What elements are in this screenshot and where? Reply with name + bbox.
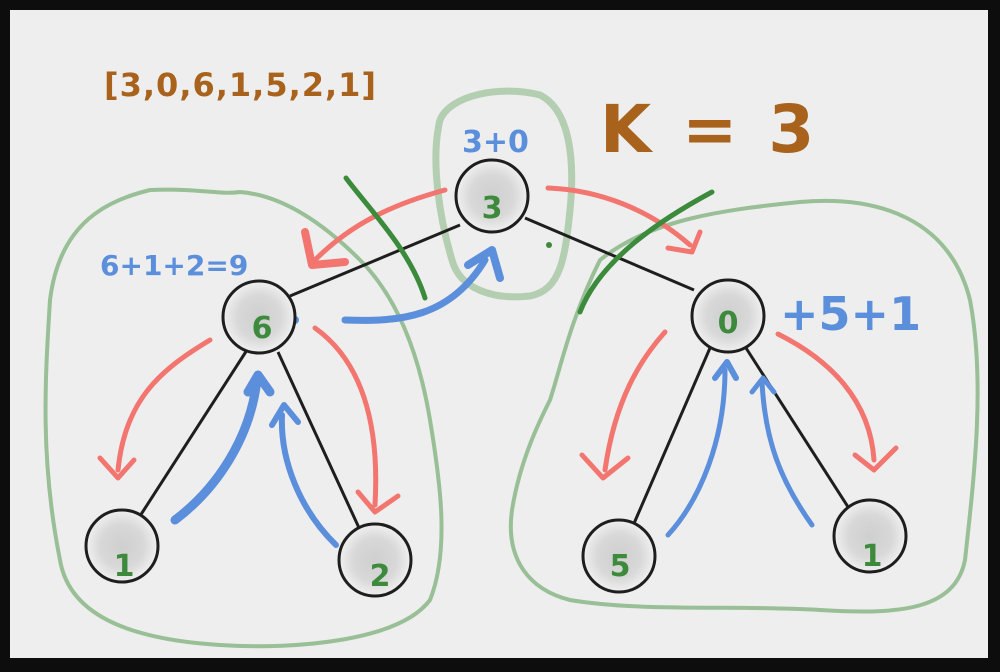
down-arrow-root-left — [312, 187, 448, 263]
up-arrows — [170, 246, 815, 548]
node-value: 6 — [252, 311, 273, 346]
cut-line-right — [577, 189, 715, 315]
tree-nodes: 3 6 0 1 2 5 1 — [84, 158, 908, 598]
node-value: 5 — [610, 549, 631, 584]
node-left: 6 — [221, 279, 297, 355]
node-left-right: 2 — [337, 522, 413, 598]
left-subtree-outline — [43, 187, 444, 649]
node-right: 0 — [690, 278, 766, 354]
node-right-right: 1 — [832, 498, 908, 574]
node-value: 3 — [482, 191, 503, 226]
node-value: 0 — [718, 306, 739, 341]
up-arrow-rl-to-right — [665, 367, 728, 538]
array-label: [3,0,6,1,5,2,1] — [104, 66, 377, 104]
whiteboard — [10, 10, 988, 658]
down-arrow-right-right — [775, 331, 877, 463]
cut-lines — [343, 175, 715, 315]
tree-edges — [138, 216, 852, 531]
cut-line-left — [343, 175, 428, 301]
down-arrows — [97, 185, 899, 515]
up-arrow-left-to-root — [341, 256, 489, 324]
down-arrow-right-left — [602, 329, 668, 473]
root-sum-label: 3+0 — [462, 125, 529, 160]
node-value: 1 — [114, 549, 135, 584]
node-root: 3 — [454, 158, 530, 234]
up-arrow-ll-to-left — [170, 375, 262, 525]
right-subtree-outline — [508, 198, 980, 614]
up-arrow-lr-to-left — [278, 412, 339, 548]
k-label: K = 3 — [600, 91, 818, 168]
down-arrow-root-right — [545, 185, 693, 248]
node-right-left: 5 — [581, 518, 657, 594]
node-value: 2 — [370, 559, 391, 594]
root-outline — [432, 87, 576, 301]
up-arrow-rr-to-right — [759, 379, 815, 528]
down-arrow-left-right — [312, 325, 379, 508]
right-sum-label: +5+1 — [780, 287, 921, 341]
down-arrow-left-left — [115, 337, 213, 473]
left-sum-label: 6+1+2=9 — [100, 249, 248, 282]
node-value: 1 — [862, 539, 883, 574]
node-left-left: 1 — [84, 508, 160, 584]
